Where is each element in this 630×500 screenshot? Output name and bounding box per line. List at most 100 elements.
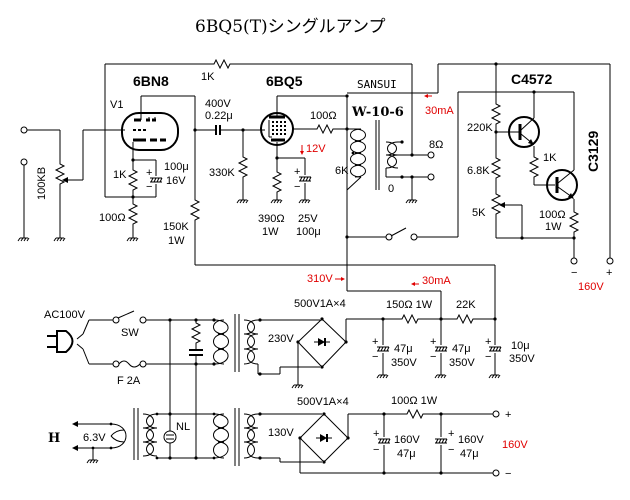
lv-output-plus-terminal[interactable] — [492, 410, 500, 418]
tap-8ohm-label: 8Ω — [429, 139, 443, 151]
volume-label: 100KB — [36, 167, 48, 200]
q1-label: C4572 — [511, 71, 552, 87]
svg-text:350V: 350V — [509, 353, 535, 365]
feedback-resistor-label: 1K — [201, 71, 215, 83]
reg-emitter-resistor-label: 100Ω — [539, 209, 566, 221]
primary-impedance-label: 6K — [335, 165, 349, 177]
ground-icon — [86, 459, 99, 464]
ground-icon — [53, 237, 66, 242]
ground-icon — [126, 237, 139, 242]
v2-cathode-cap-voltage: 25V — [298, 213, 318, 225]
tap-0-label: 0 — [388, 183, 394, 195]
plate-current-annotation: 30mA — [425, 105, 454, 117]
svg-text:47μ: 47μ — [460, 448, 479, 460]
heater-winding — [110, 423, 127, 449]
svg-text:−: − — [448, 444, 454, 456]
cathode-voltage-annotation: 12V — [306, 143, 326, 155]
v2-cathode-resistor-wattage: 1W — [262, 226, 279, 238]
grid-stopper-label: 100Ω — [310, 110, 337, 122]
svg-text:350V: 350V — [449, 357, 475, 369]
coupling-cap-voltage: 400V — [205, 98, 231, 110]
v2-cathode-cap-value: 100μ — [296, 226, 321, 238]
power-transformer-hv — [213, 314, 259, 372]
supply-current-annotation: 30mA — [422, 275, 451, 287]
neon-lamp-label: NL — [176, 421, 190, 433]
grid-resistor-label: 330K — [209, 167, 235, 179]
reg-r2-label: 6.8K — [467, 165, 490, 177]
svg-text:+: + — [372, 336, 378, 348]
svg-text:160V: 160V — [458, 434, 484, 446]
reg-emitter-resistor-wattage: 1W — [545, 221, 562, 233]
q2-label: C3129 — [585, 131, 601, 172]
lv-output-voltage: 160V — [502, 439, 528, 451]
ground-icon — [17, 237, 30, 242]
lv-cap-1 — [377, 438, 391, 444]
svg-text:+: + — [606, 267, 612, 279]
svg-text:−: − — [571, 267, 577, 279]
svg-text:+: + — [430, 336, 436, 348]
v1-cathode-cap-label: 100μ — [164, 161, 189, 173]
svg-text:+: + — [294, 166, 300, 178]
reg-base-resistor-label: 1K — [543, 152, 557, 164]
fuse-label: F 2A — [117, 375, 141, 387]
lv-cap-2 — [434, 438, 448, 444]
hv-secondary-label: 230V — [268, 333, 294, 345]
ground-icon — [291, 384, 304, 389]
svg-text:160V: 160V — [394, 434, 420, 446]
v1-type-label: 6BN8 — [133, 73, 169, 89]
schematic-title: 6BQ5(T)シングルアンプ — [195, 17, 385, 37]
v1-label: V1 — [110, 99, 123, 111]
svg-text:−: − — [430, 351, 436, 363]
fuse-icon — [118, 360, 141, 368]
output-transformer-secondary — [385, 141, 399, 169]
svg-text:+: + — [485, 336, 491, 348]
hum-switch[interactable] — [410, 233, 418, 241]
v2-cathode-resistor-label: 390Ω — [258, 213, 285, 225]
ground-icon — [488, 374, 501, 379]
lv-bridge-label: 500V1A×4 — [297, 396, 349, 408]
plate-resistor-label: 150K — [163, 221, 189, 233]
input-terminal-ground[interactable] — [20, 158, 28, 166]
power-transformer-lv — [213, 408, 259, 466]
reg-output-plus-terminal[interactable] — [606, 257, 614, 265]
svg-text:47μ: 47μ — [394, 343, 413, 355]
lv-resistor-label: 100Ω 1W — [391, 395, 438, 407]
ac-input-label: AC100V — [44, 309, 86, 321]
input-terminal-signal[interactable] — [20, 126, 28, 134]
reg-pot-label: 5K — [472, 207, 486, 219]
svg-text:+: + — [146, 167, 152, 179]
svg-text:47μ: 47μ — [452, 343, 471, 355]
hv-cap-1 — [376, 346, 390, 352]
v1-cathode-resistor-label: 1K — [113, 169, 127, 181]
v2-type-label: 6BQ5 — [266, 73, 303, 89]
svg-text:350V: 350V — [391, 357, 417, 369]
ground-icon — [298, 199, 311, 204]
heater-voltage-label: 6.3V — [83, 432, 106, 444]
speaker-terminal-0[interactable] — [427, 173, 435, 181]
v1-tube — [121, 112, 179, 151]
speaker-terminal-8ohm[interactable] — [427, 151, 435, 159]
heater-label: H — [48, 431, 60, 446]
power-switch-label: SW — [121, 327, 139, 339]
svg-text:−: − — [146, 181, 152, 193]
volume-pot — [55, 161, 65, 187]
hv-r1-label: 150Ω 1W — [386, 299, 433, 311]
ground-icon — [434, 374, 447, 379]
power-switch[interactable] — [112, 316, 120, 324]
plate-resistor-wattage: 1W — [168, 235, 185, 247]
bias-pot — [491, 191, 501, 217]
reg-output-minus-terminal[interactable] — [570, 257, 578, 265]
svg-text:−: − — [485, 351, 491, 363]
lv-output-minus-terminal[interactable] — [492, 469, 500, 477]
neon-lamp-icon — [163, 430, 177, 444]
svg-text:+: + — [505, 409, 511, 421]
svg-text:−: − — [505, 468, 511, 480]
transformer-model: W-10-6 — [351, 105, 404, 120]
power-transformer-lv-primary — [142, 413, 158, 457]
v2-grid — [272, 121, 286, 135]
ground-icon — [376, 374, 389, 379]
hv-bridge-label: 500V1A×4 — [294, 298, 346, 310]
v1-cathode-cap-voltage: 16V — [166, 175, 186, 187]
hv-r2-label: 22K — [456, 299, 476, 311]
